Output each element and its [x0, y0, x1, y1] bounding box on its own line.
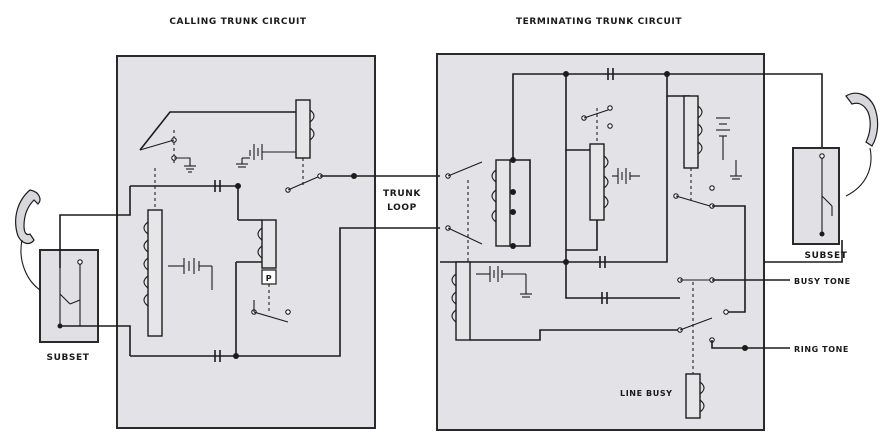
- telephone-handset-icon: [845, 92, 879, 197]
- capacitor-icon: [214, 350, 221, 362]
- capacitor-icon: [599, 256, 606, 268]
- relay-p-label: P: [266, 274, 272, 283]
- relay-coil-icon: [685, 373, 705, 419]
- terminating-trunk-title: TERMINATING TRUNK CIRCUIT: [516, 17, 682, 27]
- telephone-handset-icon: [15, 189, 41, 291]
- ring-tone-label: RING TONE: [794, 345, 849, 354]
- subset-right-label: SUBSET: [804, 251, 847, 261]
- busy-tone-label: BUSY TONE: [794, 277, 851, 286]
- capacitor-icon: [601, 292, 608, 304]
- relay-coil-icon: P: [257, 219, 277, 285]
- calling-trunk-title: CALLING TRUNK CIRCUIT: [169, 17, 307, 27]
- trunk-loop-label-2: LOOP: [387, 203, 417, 213]
- battery-icon: [168, 258, 213, 290]
- terminating-trunk-panel: [436, 53, 765, 431]
- right-subset: SUBSET: [792, 147, 847, 261]
- relay-coil-icon: [451, 261, 471, 341]
- relay-coil-icon: [491, 159, 511, 247]
- battery-icon: [476, 266, 532, 298]
- battery-icon: [612, 168, 640, 184]
- ground-icon: [184, 165, 196, 173]
- battery-icon: [236, 144, 296, 168]
- line-busy-label: LINE BUSY: [620, 389, 673, 398]
- relay-coil-icon: [143, 209, 163, 337]
- capacitor-icon: [214, 180, 221, 192]
- capacitor-icon: [607, 68, 614, 80]
- relay-coil-icon: [589, 143, 609, 221]
- left-subset: SUBSET: [39, 249, 99, 363]
- battery-icon: [716, 117, 742, 180]
- subset-left-label: SUBSET: [46, 353, 89, 363]
- relay-coil-icon: [683, 95, 703, 169]
- trunk-loop-label-1: TRUNK: [383, 189, 421, 199]
